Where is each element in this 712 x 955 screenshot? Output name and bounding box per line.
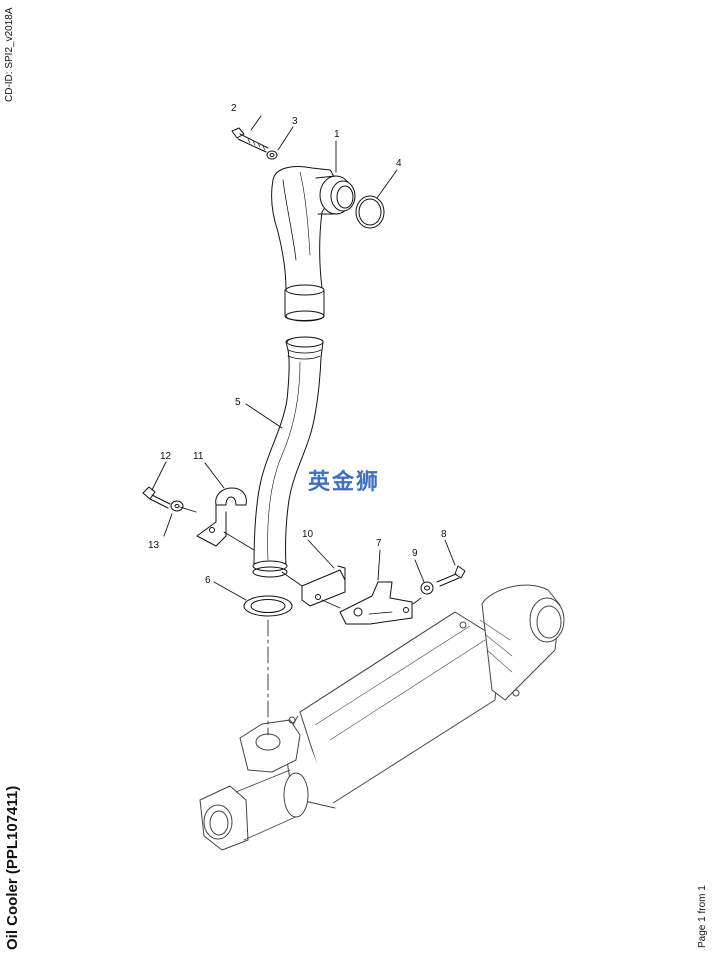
- bolt-part: [231, 127, 269, 153]
- clamp-part: [196, 487, 247, 547]
- mount-washer-part: [420, 581, 434, 595]
- assembly-guide-lines: [179, 506, 422, 736]
- callout-13: 13: [148, 540, 160, 551]
- connecting-pipe-part: [252, 336, 324, 578]
- small-washer-part: [170, 500, 184, 512]
- callout-leaders: [151, 115, 456, 601]
- callout-12: 12: [160, 451, 172, 462]
- callout-3: 3: [292, 116, 298, 127]
- callout-1: 1: [334, 129, 340, 140]
- elbow-pipe-part: [271, 166, 356, 322]
- callout-9: 9: [412, 548, 418, 559]
- watermark: 英金狮: [308, 470, 381, 495]
- callout-7: 7: [376, 538, 382, 549]
- callout-10: 10: [302, 529, 314, 540]
- callout-5: 5: [235, 397, 241, 408]
- callout-labels: 1 2 3 4 5 6 7 8 9 10 11 12 13: [148, 103, 447, 586]
- angle-bracket-part: [339, 581, 413, 625]
- callout-2: 2: [231, 103, 237, 114]
- mount-bolt-part: [436, 565, 466, 587]
- bracket-plate-part: [301, 565, 346, 607]
- seal-ring-part: [243, 595, 293, 617]
- callout-8: 8: [441, 529, 447, 540]
- oil-cooler-body: [199, 584, 565, 851]
- callout-11: 11: [193, 451, 204, 462]
- callout-6: 6: [205, 575, 211, 586]
- washer-part: [266, 150, 278, 160]
- o-ring-part: [355, 195, 385, 229]
- small-bolt-part: [142, 486, 171, 509]
- callout-4: 4: [396, 158, 402, 169]
